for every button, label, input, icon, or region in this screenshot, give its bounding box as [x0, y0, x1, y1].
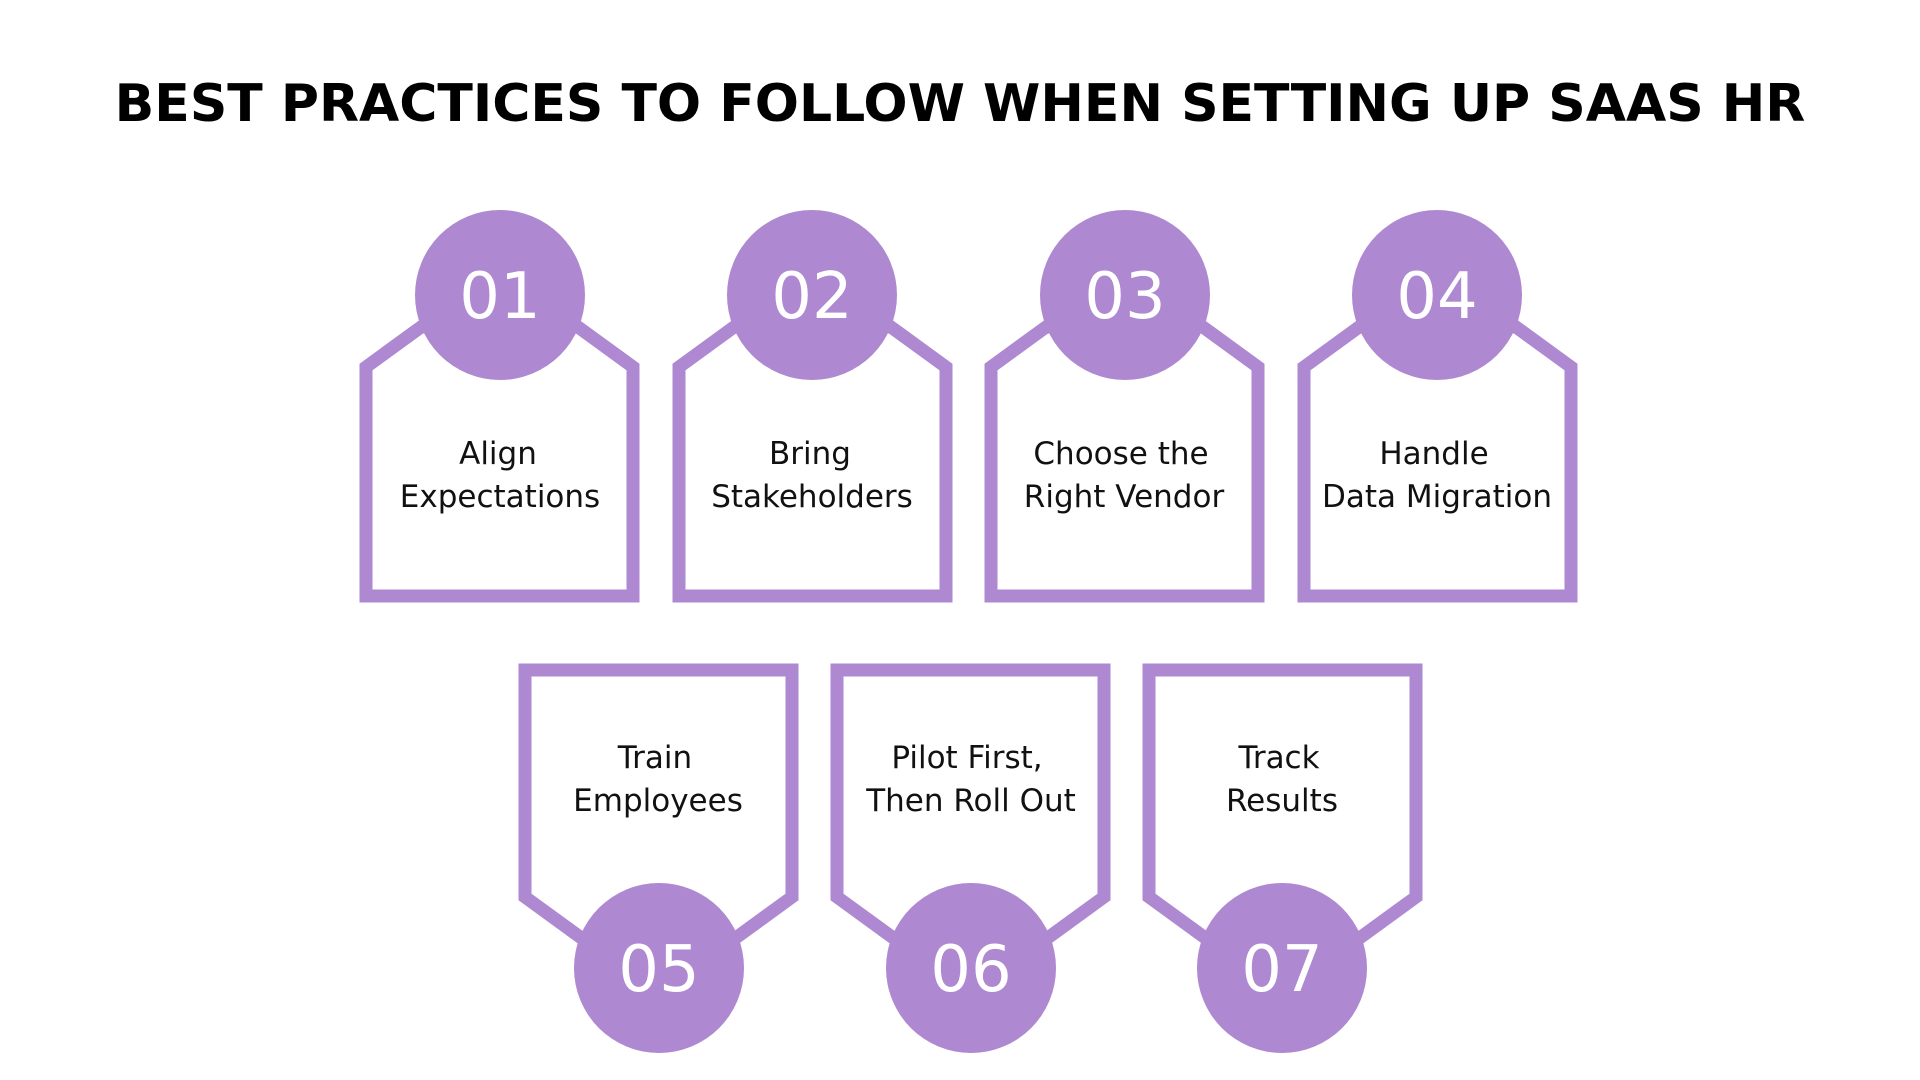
step-card-01: 01 Align Expectations [359, 210, 640, 603]
number-badge [574, 883, 744, 1053]
step-card-05: 05 Train Employees [518, 663, 799, 1053]
page-title: BEST PRACTICES TO FOLLOW WHEN SETTING UP… [114, 74, 1806, 134]
step-card-02: 02 Bring Stakeholders [672, 210, 953, 603]
step-card-03: 03 Choose the Right Vendor [984, 210, 1265, 603]
step-label-line1: Align [459, 436, 537, 472]
number-badge [727, 210, 897, 380]
step-label-line2: Right Vendor [1024, 479, 1225, 515]
number-badge [415, 210, 585, 380]
step-label-line2: Expectations [400, 479, 600, 515]
step-number: 02 [771, 260, 852, 334]
step-number: 06 [930, 933, 1011, 1007]
card-outline [1297, 320, 1578, 603]
number-badge [1040, 210, 1210, 380]
step-label-line2: Data Migration [1322, 479, 1552, 515]
step-label-line1: Train [617, 740, 692, 776]
step-label-line2: Results [1226, 783, 1338, 819]
step-number: 07 [1241, 933, 1322, 1007]
step-label-line2: Stakeholders [711, 479, 913, 515]
step-label-line2: Then Roll Out [865, 783, 1076, 819]
step-label-line2: Employees [573, 783, 743, 819]
number-badge [886, 883, 1056, 1053]
card-outline [672, 320, 953, 603]
step-number: 04 [1396, 260, 1477, 334]
number-badge [1197, 883, 1367, 1053]
step-label-line1: Choose the [1033, 436, 1208, 472]
step-label-line1: Pilot First, [891, 740, 1042, 776]
step-card-07: 07 Track Results [1142, 663, 1423, 1053]
step-label-line1: Track [1237, 740, 1319, 776]
step-number: 05 [618, 933, 699, 1007]
step-number: 03 [1084, 260, 1165, 334]
step-card-04: 04 Handle Data Migration [1297, 210, 1578, 603]
step-card-06: 06 Pilot First, Then Roll Out [830, 663, 1111, 1053]
step-label-line1: Handle [1379, 436, 1488, 472]
step-number: 01 [459, 260, 540, 334]
number-badge [1352, 210, 1522, 380]
step-label-line1: Bring [769, 436, 851, 472]
